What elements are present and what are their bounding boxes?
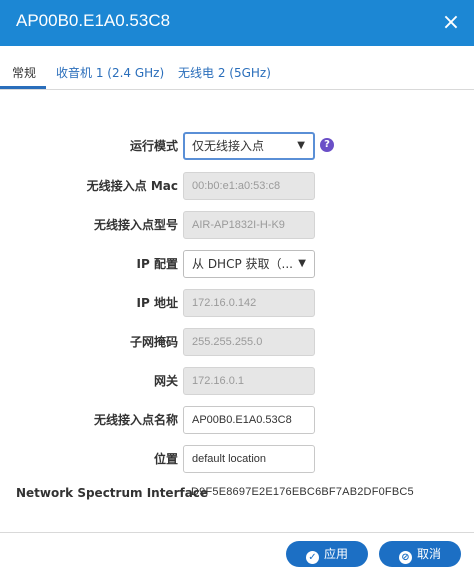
row-ap-name: 无线接入点名称 AP00B0.E1A0.53C8 <box>0 406 474 434</box>
row-ap-mac: 无线接入点 Mac 00:b0:e1:a0:53:c8 <box>0 172 474 200</box>
check-icon: ✓ <box>305 551 319 564</box>
ap-name-label: 无线接入点名称 <box>93 413 178 427</box>
location-input[interactable]: default location <box>183 445 315 473</box>
ap-model-field: AIR-AP1832I-H-K9 <box>183 211 315 239</box>
active-tab-indicator <box>0 86 46 89</box>
help-icon[interactable]: ? <box>320 138 334 152</box>
gateway-field: 172.16.0.1 <box>183 367 315 395</box>
apply-label: 应用 <box>323 547 348 561</box>
tab-bar: 常规 收音机 1 (2.4 GHz) 无线电 2 (5GHz) <box>0 46 474 90</box>
row-gateway: 网关 172.16.0.1 <box>0 367 474 395</box>
subnet-mask-field: 255.255.255.0 <box>183 328 315 356</box>
apply-button[interactable]: ✓ 应用 <box>286 541 368 567</box>
ap-mac-label: 无线接入点 Mac <box>86 179 178 193</box>
chevron-down-icon: ▼ <box>297 140 305 151</box>
ap-model-label: 无线接入点型号 <box>93 218 178 232</box>
row-subnet-mask: 子网掩码 255.255.255.0 <box>0 328 474 356</box>
dialog-footer: ✓ 应用 ⊘ 取消 <box>0 532 474 572</box>
tab-radio-1[interactable]: 收音机 1 (2.4 GHz) <box>56 66 165 80</box>
close-icon[interactable]: × <box>441 10 461 35</box>
row-run-mode: 运行模式 仅无线接入点 ▼ ? <box>0 132 474 160</box>
run-mode-label: 运行模式 <box>129 139 178 153</box>
subnet-mask-label: 子网掩码 <box>129 335 178 349</box>
run-mode-select[interactable]: 仅无线接入点 ▼ <box>183 132 315 160</box>
tab-radio-2[interactable]: 无线电 2 (5GHz) <box>178 66 271 80</box>
row-ip-address: IP 地址 172.16.0.142 <box>0 289 474 317</box>
row-ip-config: IP 配置 从 DHCP 获取（... ▼ <box>0 250 474 278</box>
ap-name-input[interactable]: AP00B0.E1A0.53C8 <box>183 406 315 434</box>
ip-config-select[interactable]: 从 DHCP 获取（... ▼ <box>183 250 315 278</box>
ip-address-label: IP 地址 <box>136 296 178 310</box>
ip-address-field: 172.16.0.142 <box>183 289 315 317</box>
gateway-label: 网关 <box>153 374 178 388</box>
ip-config-label: IP 配置 <box>136 257 178 271</box>
cancel-button[interactable]: ⊘ 取消 <box>379 541 461 567</box>
nsi-value: D9F5E8697E2E176EBC6BF7AB2DF0FBC5 <box>191 486 414 498</box>
cancel-label: 取消 <box>416 547 441 561</box>
window-title: AP00B0.E1A0.53C8 <box>16 11 171 30</box>
row-ap-model: 无线接入点型号 AIR-AP1832I-H-K9 <box>0 211 474 239</box>
ap-mac-field: 00:b0:e1:a0:53:c8 <box>183 172 315 200</box>
row-location: 位置 default location <box>0 445 474 473</box>
chevron-down-icon: ▼ <box>298 258 306 269</box>
cancel-icon: ⊘ <box>398 551 412 564</box>
tab-general[interactable]: 常规 <box>12 66 37 80</box>
run-mode-value: 仅无线接入点 <box>192 139 265 153</box>
ip-config-value: 从 DHCP 获取（... <box>192 257 293 271</box>
window-titlebar: AP00B0.E1A0.53C8 <box>0 0 474 46</box>
location-label: 位置 <box>153 452 178 466</box>
nsi-label: Network Spectrum Interface <box>16 486 209 500</box>
